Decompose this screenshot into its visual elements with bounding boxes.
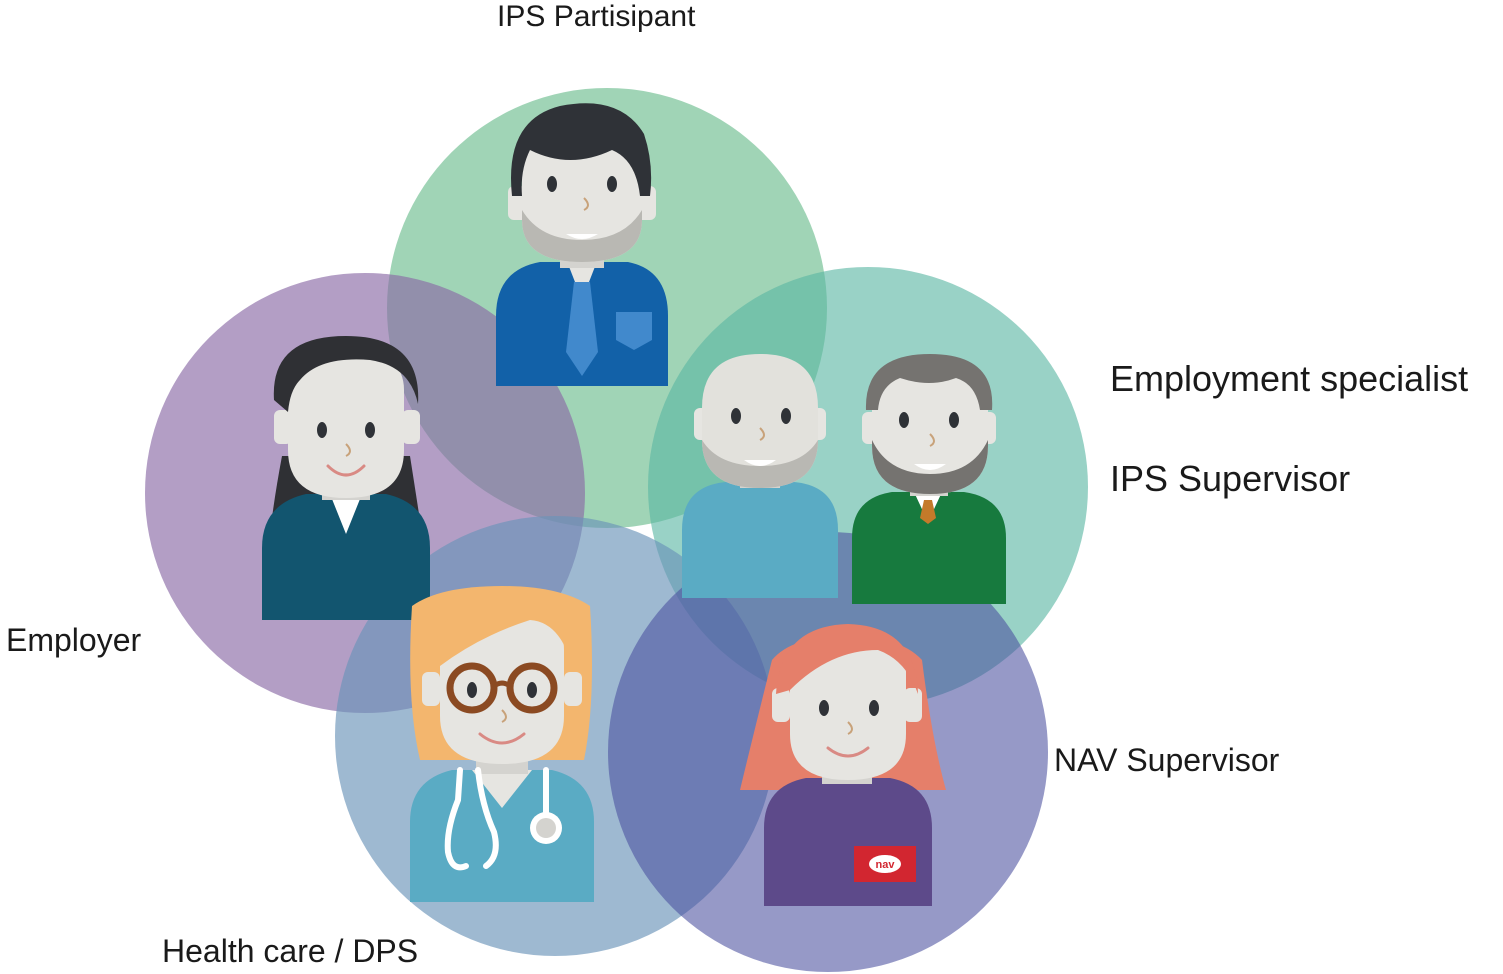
employment-specialist-avatar <box>682 354 838 598</box>
employment-specialist-label: Employment specialist <box>1110 358 1469 399</box>
nav-supervisor-label: NAV Supervisor <box>1054 742 1280 778</box>
ips-supervisor-avatar <box>852 354 1006 604</box>
participant-label: IPS Partisipant <box>497 0 696 33</box>
health-care-label: Health care / DPS <box>162 933 419 969</box>
health-care-avatar <box>410 586 594 902</box>
stethoscope-icon <box>444 767 549 871</box>
employer-label: Employer <box>6 622 142 658</box>
employer-avatar <box>262 336 430 620</box>
ips-supervisor-label: IPS Supervisor <box>1110 458 1351 499</box>
participant-avatar <box>496 103 668 386</box>
nav-badge-text: nav <box>876 859 896 871</box>
nav-supervisor-avatar: nav <box>740 624 946 906</box>
